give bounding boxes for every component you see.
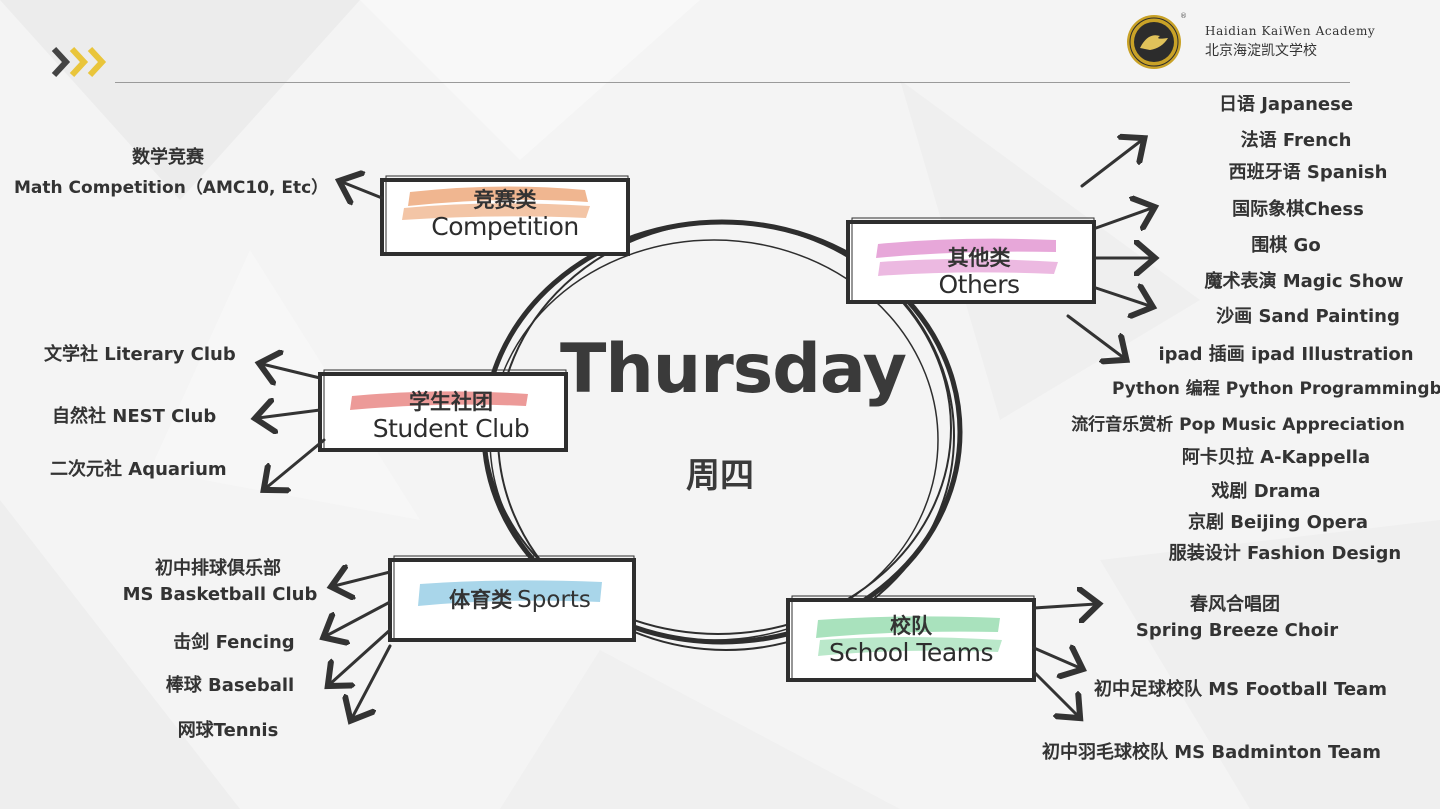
others-item: 魔术表演 Magic Show: [1204, 271, 1404, 292]
school-teams-label-cn: 校队: [890, 614, 932, 638]
sports-item: 棒球 Baseball: [165, 675, 295, 696]
header-divider: [115, 82, 1350, 83]
others-item: 围棋 Go: [1251, 235, 1321, 256]
school-teams-label-en: School Teams: [828, 638, 994, 667]
others-box: [846, 217, 1096, 304]
others-item: ipad 插画 ipad Illustration: [1158, 344, 1414, 365]
school-teams-box: [786, 595, 1036, 682]
arrows: [258, 140, 1152, 718]
competition-item: 数学竞赛: [132, 147, 204, 168]
others-item: 戏剧 Drama: [1211, 481, 1321, 502]
competition-label-cn: 竞赛类: [473, 188, 537, 212]
others-item: 日语 Japanese: [1218, 94, 1354, 115]
school-team-item: Spring Breeze Choir: [1135, 620, 1339, 641]
others-item: Python 编程 Python Programmingb: [1112, 379, 1440, 399]
school-name-en: Haidian KaiWen Academy: [1205, 24, 1376, 38]
student-club-item: 二次元社 Aquarium: [50, 459, 227, 480]
school-name-cn: 北京海淀凯文学校: [1205, 43, 1317, 59]
others-item: 法语 French: [1240, 130, 1352, 151]
others-item: 西班牙语 Spanish: [1228, 162, 1388, 183]
school-crest-icon: [1127, 15, 1181, 69]
competition-box: [380, 175, 630, 256]
sports-item: 网球Tennis: [177, 720, 279, 741]
others-item: 流行音乐赏析 Pop Music Appreciation: [1071, 415, 1405, 435]
competition-item: Math Competition（AMC10, Etc）: [14, 178, 329, 198]
student-club-item: 自然社 NEST Club: [52, 406, 217, 427]
school-team-item: 初中羽毛球校队 MS Badminton Team: [1042, 742, 1381, 763]
school-team-item: 春风合唱团: [1190, 594, 1280, 615]
student-club-label-en: Student Club: [372, 414, 530, 443]
triple-chevron-icon: [51, 46, 107, 78]
sports-label-en: Sports: [517, 587, 591, 613]
sports-item: 初中排球俱乐部: [155, 558, 281, 579]
others-label-en: Others: [938, 270, 1020, 299]
school-team-item: 初中足球校队 MS Football Team: [1094, 679, 1387, 700]
day-title: Thursday: [560, 330, 907, 409]
others-label-cn: 其他类: [947, 246, 1011, 270]
sports-item: 击剑 Fencing: [173, 632, 295, 653]
competition-label-en: Competition: [431, 212, 579, 241]
sports-item: MS Basketball Club: [122, 584, 318, 605]
student-club-label-cn: 学生社团: [409, 390, 493, 414]
others-item: 国际象棋Chess: [1232, 199, 1364, 220]
others-item: 京剧 Beijing Opera: [1187, 512, 1369, 533]
others-item: 阿卡贝拉 A-Kappella: [1181, 447, 1371, 468]
day-subtitle: 周四: [686, 456, 754, 496]
student-club-box: [318, 369, 568, 452]
student-club-item: 文学社 Literary Club: [44, 344, 236, 365]
sports-label-cn: 体育类: [449, 588, 513, 612]
registered-mark: ®: [1180, 12, 1187, 20]
sports-label: 体育类 Sports: [390, 584, 650, 614]
others-item: 服装设计 Fashion Design: [1168, 543, 1402, 564]
others-item: 沙画 Sand Painting: [1216, 306, 1400, 327]
sports-box: [388, 555, 636, 642]
